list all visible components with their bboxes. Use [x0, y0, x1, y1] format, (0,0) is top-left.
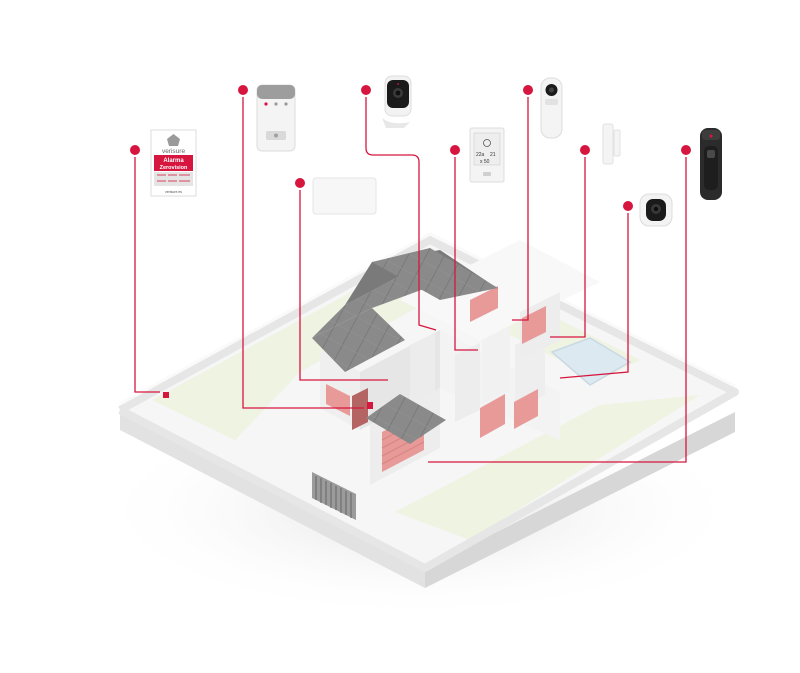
- callout-dot-indoor-camera: [359, 83, 373, 97]
- callout-line-indoor-camera: [365, 90, 437, 331]
- callout-line-photo-detector: [512, 90, 529, 321]
- house: [163, 240, 600, 485]
- interior-wall-2: [455, 343, 480, 422]
- window-side-2: [514, 389, 538, 429]
- sign-title-line1: Alarma: [163, 158, 184, 164]
- callout-dot-outdoor-camera: [621, 199, 635, 213]
- lawn-right: [395, 395, 700, 540]
- window-side-1: [480, 394, 505, 438]
- callout-dot-thermostat: [448, 143, 462, 157]
- callout-line-control-panel: [242, 90, 364, 409]
- sign-marker: [163, 392, 169, 398]
- callout-line-outdoor-camera: [559, 206, 629, 379]
- swimming-pool: [550, 337, 632, 386]
- keypad-marker: [367, 402, 373, 409]
- callout-dot-control-panel: [236, 83, 250, 97]
- outdoor-camera-icon: [639, 193, 673, 227]
- callout-dot-smart-lock: [679, 143, 693, 157]
- base-right-face: [425, 412, 735, 588]
- sign-brand: verisure: [162, 148, 186, 155]
- driveway-gate: [312, 472, 356, 520]
- thermostat-icon: 22a 21 x 50: [469, 127, 505, 183]
- keypad-icon: [256, 84, 296, 152]
- callout-line-fog: [299, 183, 388, 381]
- thermostat-reading: x 50: [480, 159, 490, 165]
- interior-wall-1: [410, 333, 435, 404]
- sign-footer: verisure.es: [165, 190, 182, 194]
- callout-dot-door-sensor: [578, 143, 592, 157]
- perimeter-wall-top: [119, 232, 736, 406]
- sign-icon: verisure Alarma Zerovision verisure.es: [150, 129, 197, 197]
- main-roof: [312, 308, 405, 372]
- callout-dot-sign: [128, 143, 142, 157]
- interior-wall-3: [482, 326, 510, 404]
- garage-roof: [366, 394, 446, 444]
- callout-line-sign: [134, 150, 160, 393]
- smart-lock-icon: [700, 128, 722, 200]
- callout-dot-photo-detector: [521, 83, 535, 97]
- front-door: [352, 388, 368, 430]
- callout-line-thermostat: [454, 150, 478, 351]
- base-left-face: [120, 410, 425, 588]
- roof-back-top: [372, 248, 498, 300]
- motion-camera-icon: [540, 77, 563, 139]
- perimeter-wall: [118, 236, 739, 572]
- callout-dot-fog: [293, 176, 307, 190]
- sign-title-line2: Zerovision: [160, 165, 188, 171]
- window-back-left: [470, 286, 498, 322]
- thermostat-temp-right: 21: [490, 152, 496, 158]
- indoor-camera-icon: [382, 75, 412, 128]
- callout-line-smart-lock: [428, 150, 687, 463]
- door-sensor-icon: [602, 123, 621, 165]
- fog-generator-icon: [312, 177, 377, 215]
- callout-line-door-sensor: [550, 150, 586, 338]
- callout-dots: [128, 83, 693, 213]
- callout-lines: [134, 90, 687, 463]
- thermostat-temp-left: 22a: [476, 152, 485, 158]
